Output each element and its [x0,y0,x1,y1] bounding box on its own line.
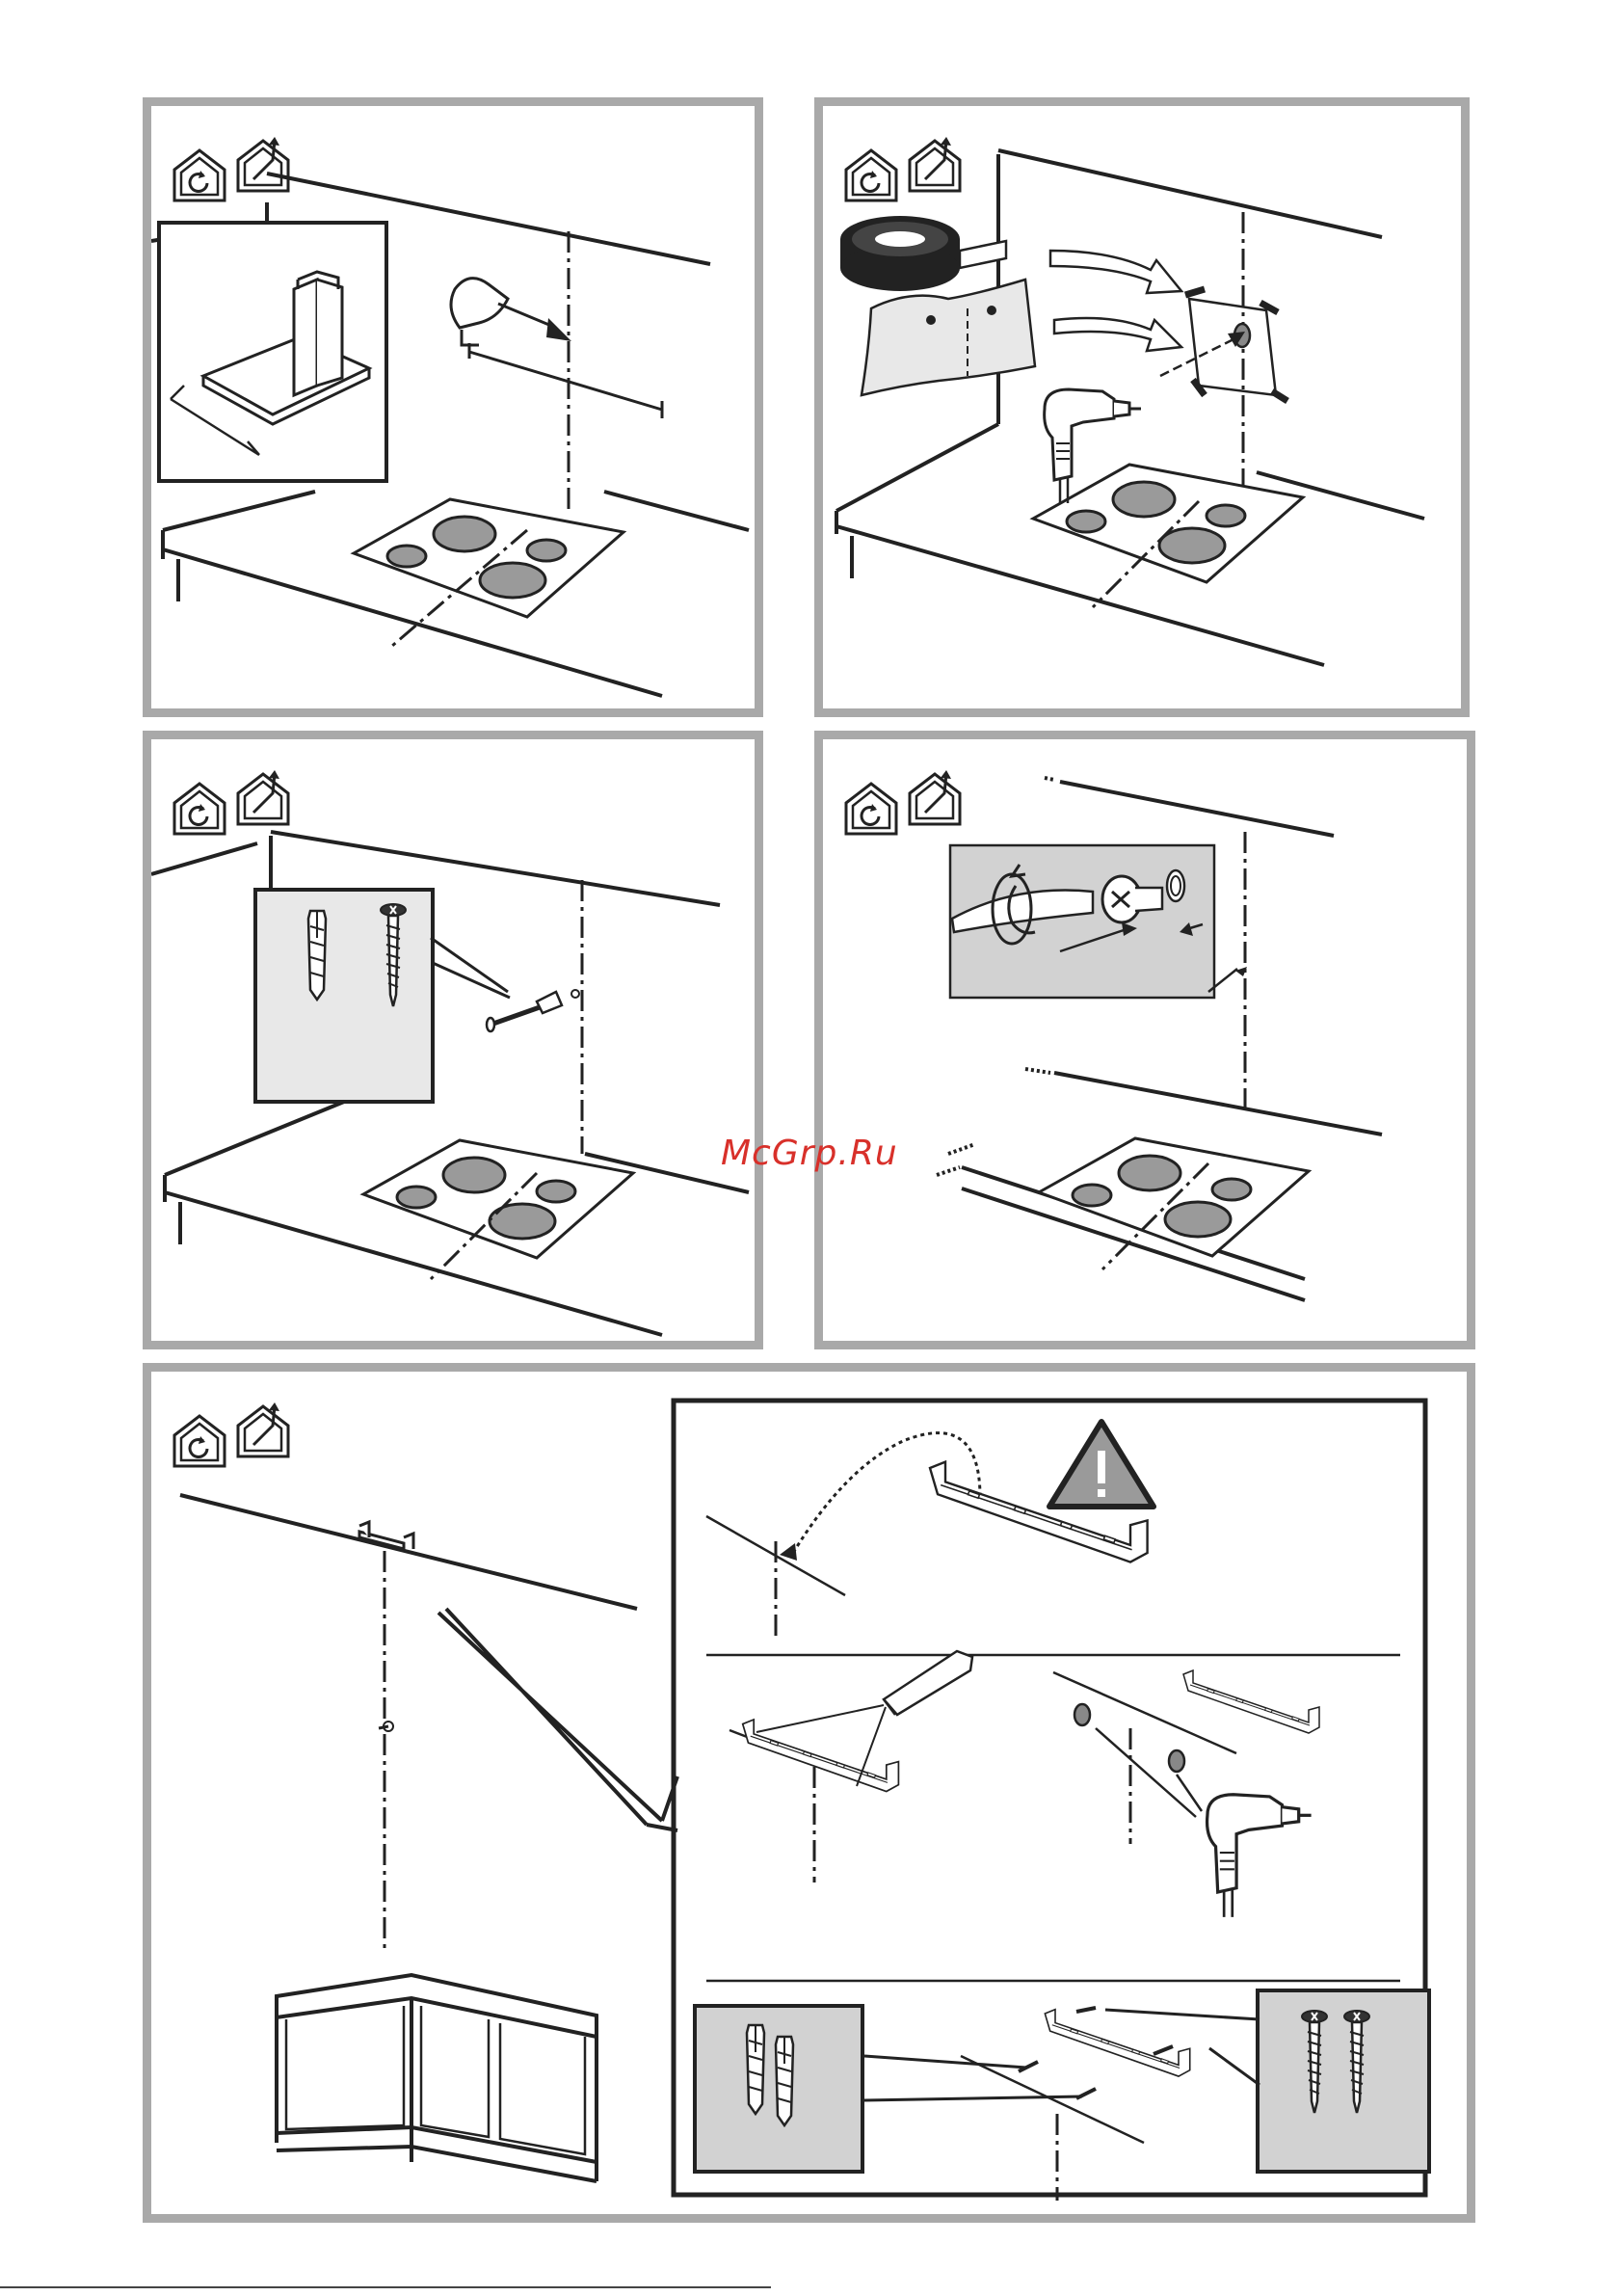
wall-plug-inset [255,890,433,1102]
step-3-panel [143,731,763,1349]
wall-plug-icon [776,2037,793,2125]
watermark: McGrp.Ru [721,1134,898,1173]
hob-illustration [1033,465,1303,582]
step-1-illustration [151,106,755,708]
extraction-mode-icon [910,137,960,191]
extraction-mode-icon [238,1402,288,1456]
step-5-panel [143,1363,1475,2223]
recirculation-mode-icon [174,150,225,200]
step-4-panel [814,731,1475,1349]
step-3-illustration [151,739,755,1341]
recirculation-mode-icon [846,150,896,200]
extraction-mode-icon [910,770,960,824]
extraction-mode-icon [238,770,288,824]
step-5-illustration [151,1372,1467,2214]
wall-plug-icon [308,911,326,1000]
drill-template-sheet [862,280,1035,395]
hob-illustration [354,499,623,617]
recirculation-mode-icon [174,784,225,834]
screw-inset [1258,1990,1429,2172]
hob-illustration [363,1140,633,1258]
tape-roll-icon [840,216,1006,291]
step-4-illustration [823,739,1467,1341]
recirculation-mode-icon [174,1416,225,1466]
page-bottom-rule [0,2286,771,2288]
step-1-panel [143,97,763,717]
wall-plug-icon [747,2025,764,2114]
step-2-panel [814,97,1470,717]
extraction-mode-icon [238,137,288,191]
recirculation-mode-icon [846,784,896,834]
step-2-illustration [823,106,1461,708]
